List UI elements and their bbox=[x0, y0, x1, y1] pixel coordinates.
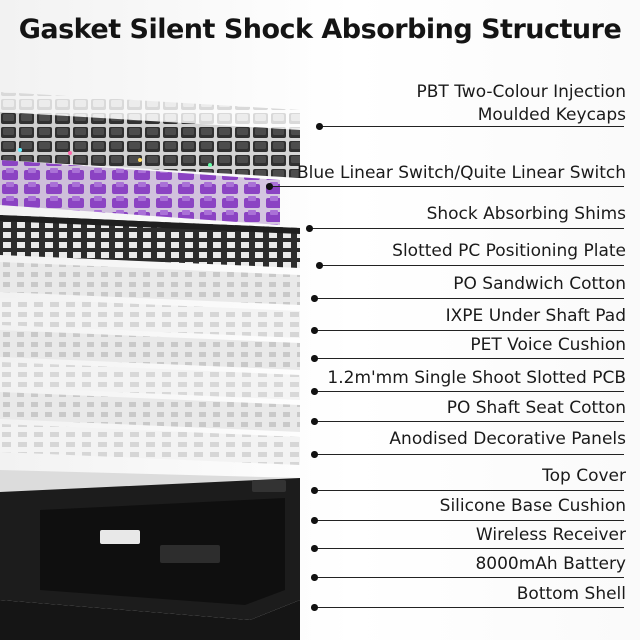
positioning-plate bbox=[0, 215, 300, 268]
leader-plate bbox=[316, 262, 624, 269]
leader-dot bbox=[311, 545, 318, 552]
leader-dot bbox=[311, 451, 318, 458]
leader-sandwich-cotton bbox=[311, 295, 624, 302]
leader-ixpe-pad bbox=[311, 327, 624, 334]
leader-dot bbox=[311, 574, 318, 581]
leader-decorative-panels bbox=[311, 451, 624, 458]
switches-layer bbox=[0, 160, 280, 225]
label-pet-cushion: PET Voice Cushion bbox=[470, 335, 626, 355]
keycaps-layer bbox=[0, 92, 300, 178]
leader-shaft-seat-cotton bbox=[311, 418, 624, 425]
leader-wireless-receiver bbox=[311, 545, 624, 552]
leader-keycaps bbox=[316, 123, 624, 130]
label-top-cover: Top Cover bbox=[542, 466, 626, 486]
label-shims: Shock Absorbing Shims bbox=[426, 204, 626, 224]
leader-dot bbox=[311, 327, 318, 334]
label-keycaps-line1: PBT Two-Colour Injection bbox=[416, 82, 626, 102]
leader-pcb bbox=[311, 388, 624, 395]
label-battery: 8000mAh Battery bbox=[475, 554, 626, 574]
leader-dot bbox=[266, 183, 273, 190]
leader-dot bbox=[311, 355, 318, 362]
leader-dot bbox=[311, 604, 318, 611]
leader-dot bbox=[311, 517, 318, 524]
case-shell bbox=[0, 470, 300, 640]
leader-battery bbox=[311, 574, 624, 581]
leader-switch bbox=[266, 183, 624, 190]
label-shaft-seat-cotton: PO Shaft Seat Cotton bbox=[446, 398, 626, 418]
leader-dot bbox=[311, 295, 318, 302]
label-silicone-cushion: Silicone Base Cushion bbox=[439, 496, 626, 516]
leader-dot bbox=[311, 418, 318, 425]
label-sandwich-cotton: PO Sandwich Cotton bbox=[453, 274, 626, 294]
leader-dot bbox=[316, 123, 323, 130]
leader-dot bbox=[306, 225, 313, 232]
leader-silicone-cushion bbox=[311, 517, 624, 524]
label-bottom-shell: Bottom Shell bbox=[516, 584, 626, 604]
label-decorative-panels: Anodised Decorative Panels bbox=[389, 429, 626, 449]
label-pcb: 1.2m'mm Single Shoot Slotted PCB bbox=[327, 368, 626, 388]
label-plate: Slotted PC Positioning Plate bbox=[392, 241, 626, 261]
page-title: Gasket Silent Shock Absorbing Structure bbox=[18, 14, 622, 45]
leader-dot bbox=[316, 262, 323, 269]
label-wireless-receiver: Wireless Receiver bbox=[475, 525, 626, 545]
leader-dot bbox=[311, 388, 318, 395]
leader-pet-cushion bbox=[311, 355, 624, 362]
label-keycaps-line2: Moulded Keycaps bbox=[477, 105, 626, 125]
leader-top-cover bbox=[311, 487, 624, 494]
label-switch: Blue Linear Switch/Quite Linear Switch bbox=[296, 163, 626, 183]
leader-dot bbox=[311, 487, 318, 494]
leader-shims bbox=[306, 225, 624, 232]
foam-layers bbox=[0, 262, 300, 465]
leader-bottom-shell bbox=[311, 604, 624, 611]
label-ixpe-pad: IXPE Under Shaft Pad bbox=[445, 306, 626, 326]
